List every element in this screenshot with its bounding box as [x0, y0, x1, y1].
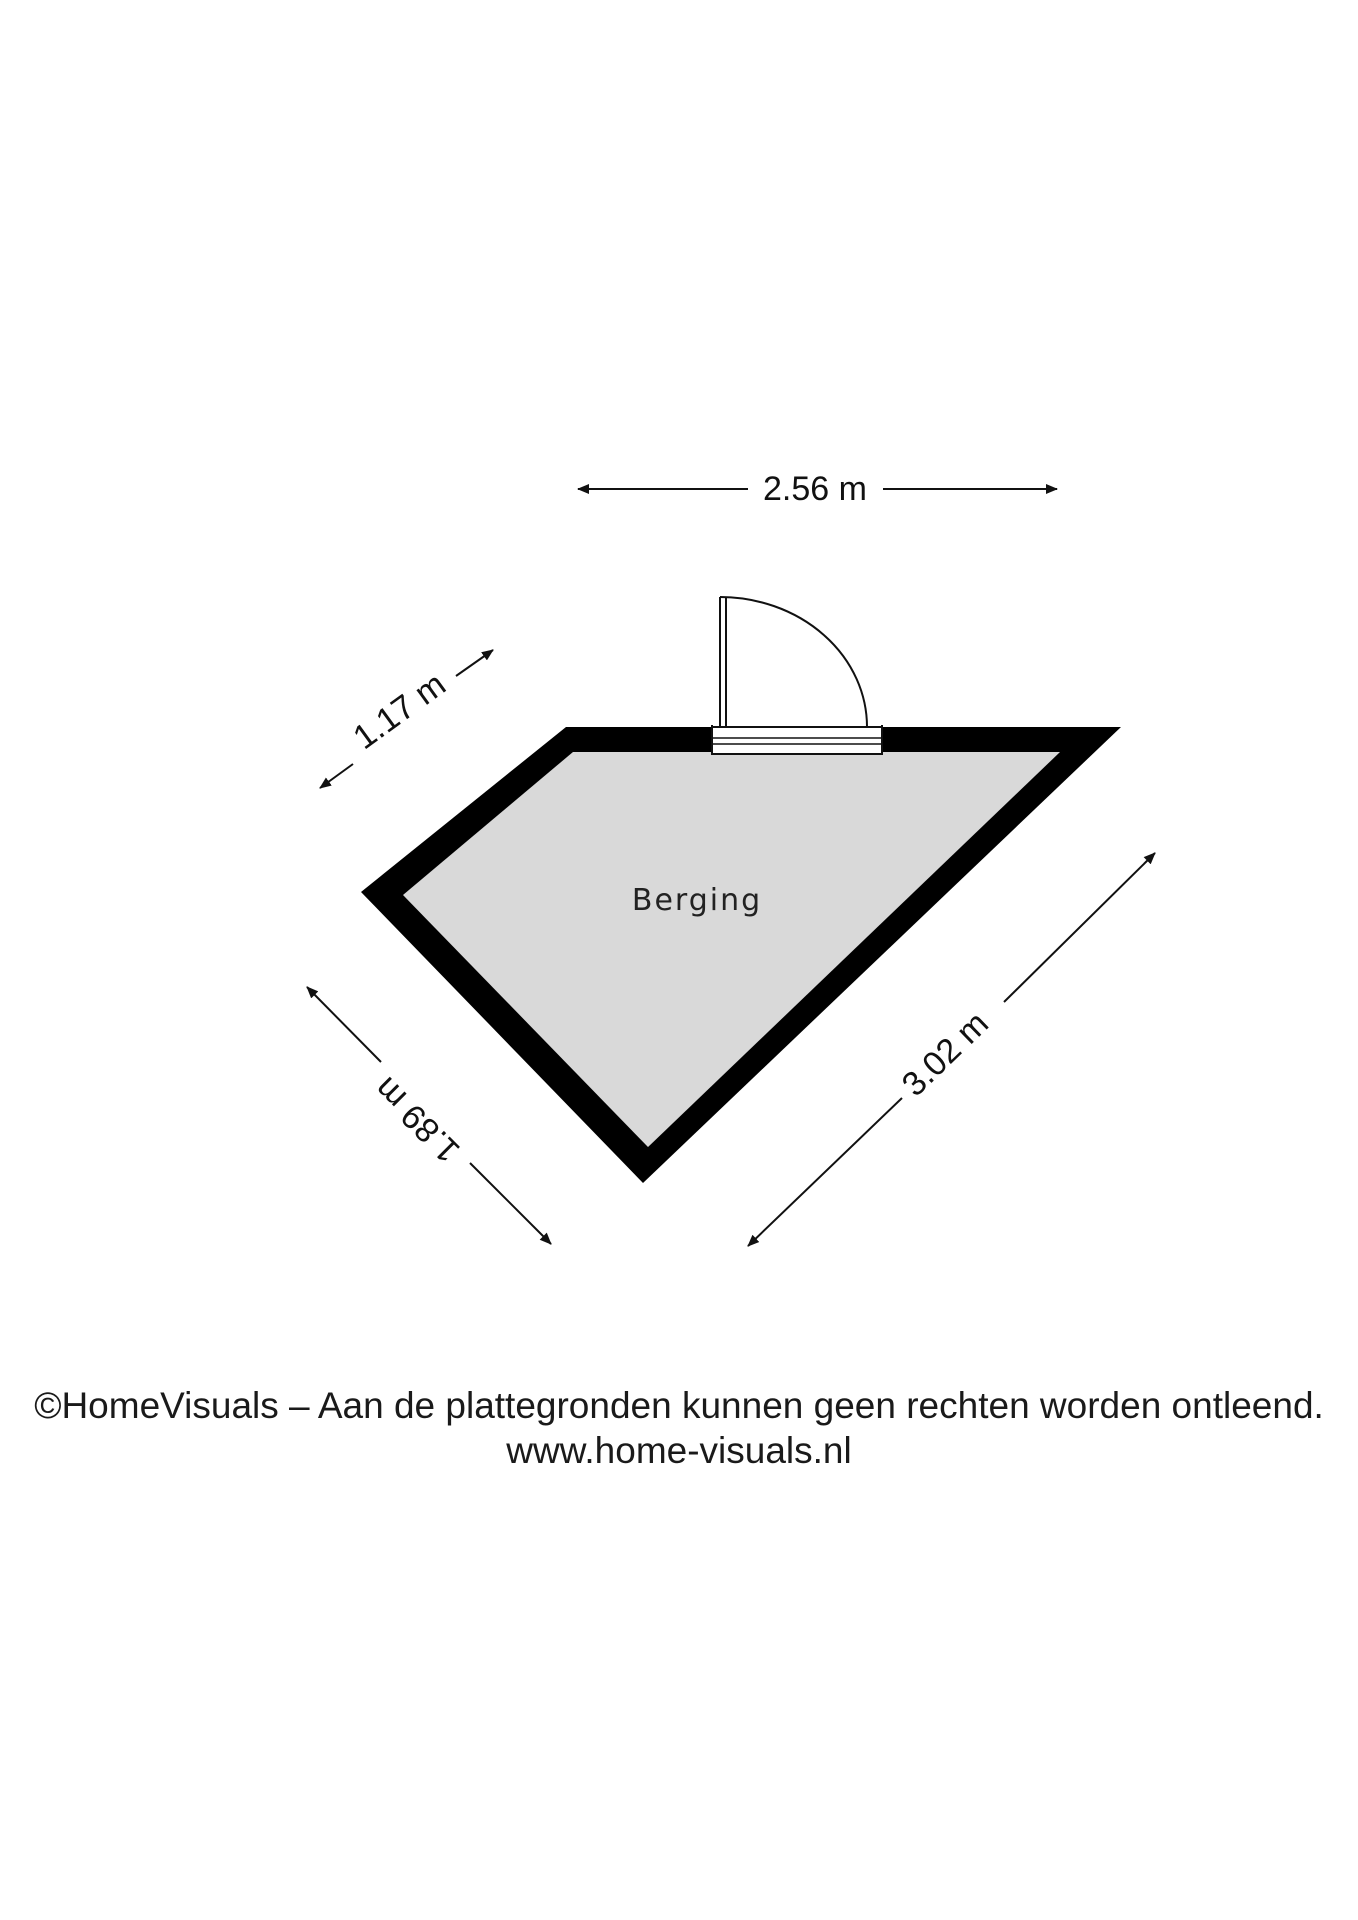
room-floor: [403, 752, 1060, 1147]
door-swing-arc: [719, 596, 868, 728]
website-link[interactable]: www.home-visuals.nl: [506, 1430, 852, 1471]
door-opening: [712, 725, 882, 755]
dimension-upper-left: 1.17 m: [319, 649, 494, 789]
room-label: Berging: [632, 883, 762, 918]
dimension-label: 1.89 m: [367, 1070, 467, 1170]
dimension-top: 2.56 m: [577, 470, 1058, 508]
dimension-label: 2.56 m: [763, 470, 867, 508]
dimension-label: 1.17 m: [346, 665, 452, 757]
dimension-label: 3.02 m: [895, 1004, 996, 1104]
copyright-notice: ©HomeVisuals – Aan de plattegronden kunn…: [34, 1385, 1324, 1426]
